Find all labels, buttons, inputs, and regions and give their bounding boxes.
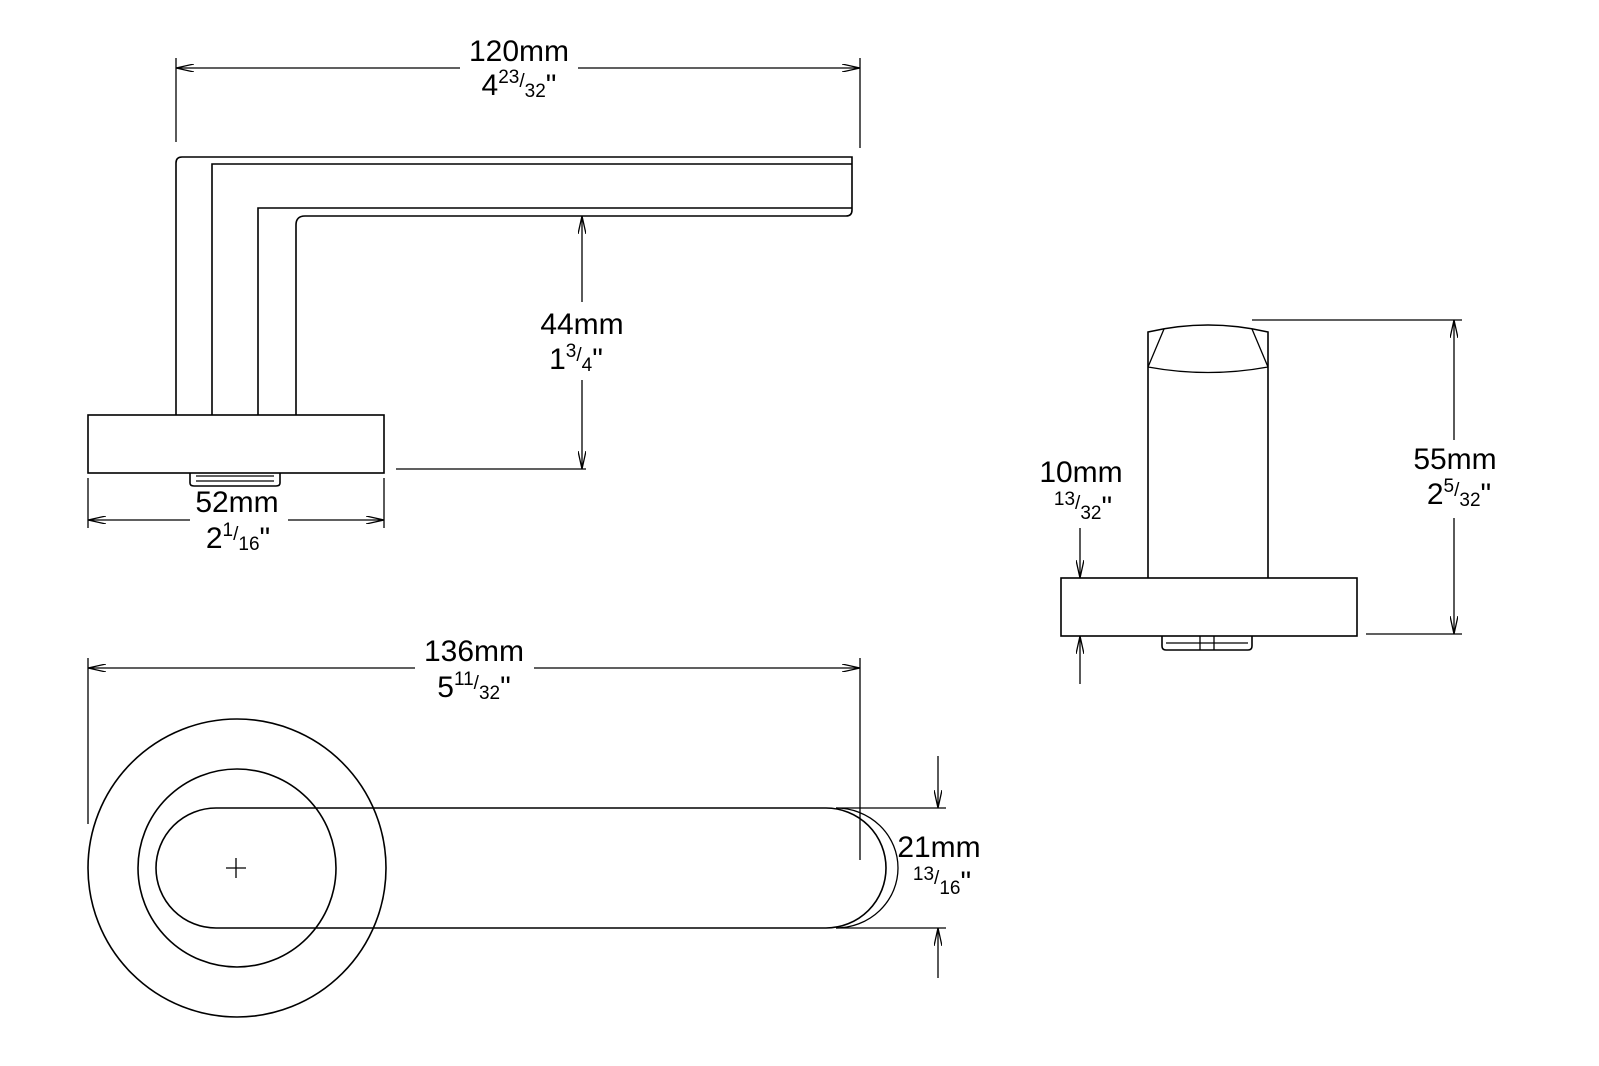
- lever-outline: [175, 156, 853, 415]
- dim-10-imperial: 13/32": [1054, 489, 1112, 524]
- end-rose-fixing: [1161, 636, 1253, 651]
- dim-120-metric: 120mm: [469, 35, 569, 68]
- dim-21-imperial: 13/16": [913, 864, 971, 899]
- dim-44-metric: 44mm: [540, 308, 623, 341]
- dim-52-metric: 52mm: [195, 486, 278, 519]
- dim-55-metric: 55mm: [1413, 443, 1496, 476]
- dim-136-imperial: 511/32": [437, 669, 511, 704]
- top-view: 136mm 511/32" 21mm 13/16": [87, 635, 981, 1018]
- spindle-cross: [226, 858, 246, 878]
- rose-fixing-detail: [196, 475, 274, 482]
- end-rose-fixing-detail: [1166, 636, 1248, 650]
- lever-bevel-line-1: [211, 163, 852, 415]
- dim-120-imperial: 423/32": [482, 67, 557, 102]
- end-view: 55mm 25/32" 10mm 13/32": [1039, 319, 1497, 684]
- lever-grip-outline: [155, 807, 887, 929]
- end-rose-body: [1060, 577, 1358, 637]
- rose-body: [87, 414, 385, 474]
- dim-21-metric: 21mm: [897, 831, 980, 864]
- dim-136-metric: 136mm: [424, 635, 524, 668]
- lever-stem-bevel: [1147, 328, 1269, 374]
- lever-bevel-line-2: [257, 207, 852, 415]
- rose-fixing: [189, 473, 281, 487]
- rose-outer-circle: [87, 718, 387, 1018]
- dim-55-imperial: 25/32": [1427, 476, 1491, 511]
- dim-10-metric: 10mm: [1039, 456, 1122, 489]
- dim-44-imperial: 13/4": [549, 341, 603, 376]
- lever-stem-outline: [1147, 324, 1269, 578]
- side-view: 120mm 423/32" 44mm 13/4" 52mm 21/16": [87, 35, 861, 555]
- dim-52-imperial: 21/16": [206, 520, 270, 555]
- lever-end-arc: [835, 807, 899, 929]
- rose-middle-circle: [137, 768, 337, 968]
